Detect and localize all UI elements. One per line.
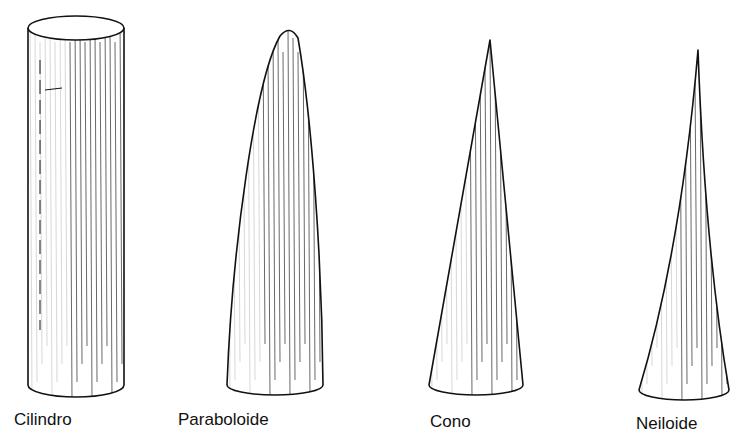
paraboloid-outline xyxy=(227,30,323,395)
cylinder-tick xyxy=(45,88,62,90)
hatch-stroke xyxy=(283,52,285,344)
hatch-stroke xyxy=(465,52,467,344)
hatch-stroke xyxy=(695,76,697,348)
hatch-stroke xyxy=(645,62,647,384)
hatch-stroke xyxy=(470,66,472,398)
hatch-stroke xyxy=(435,52,437,380)
hatch-stroke xyxy=(520,38,522,362)
hatch-stroke xyxy=(268,52,270,398)
hatch-stroke xyxy=(640,48,642,402)
hatch-stroke xyxy=(710,76,712,366)
hatch-stroke xyxy=(318,24,320,362)
hatch-stroke xyxy=(238,52,240,362)
hatch-stroke xyxy=(293,38,295,380)
hatch-group xyxy=(228,24,325,398)
hatch-stroke xyxy=(253,52,255,380)
cylinder-outline xyxy=(28,28,124,397)
hatch-stroke xyxy=(45,14,47,346)
hatch-group xyxy=(640,48,732,402)
hatch-stroke xyxy=(90,14,92,400)
hatch-stroke xyxy=(445,38,447,344)
hatch-stroke xyxy=(490,38,492,398)
hatch-stroke xyxy=(313,52,315,380)
hatch-stroke xyxy=(675,62,677,348)
hatch-group xyxy=(30,14,122,400)
hatch-stroke xyxy=(685,48,687,384)
hatch-stroke xyxy=(298,52,300,362)
hatch-stroke xyxy=(233,38,235,380)
hatch-stroke xyxy=(95,28,97,382)
shape-label: Cilindro xyxy=(14,410,72,430)
hatch-stroke xyxy=(308,38,310,398)
cylinder-top xyxy=(28,16,124,40)
hatch-stroke xyxy=(65,28,67,346)
shape-label: Neiloide xyxy=(636,414,697,434)
hatch-stroke xyxy=(30,14,32,400)
hatch-stroke xyxy=(288,24,290,398)
neiloid-outline xyxy=(639,50,729,400)
hatching xyxy=(30,14,732,402)
hatch-stroke xyxy=(515,66,517,380)
hatch-group xyxy=(430,38,522,398)
hatch-stroke xyxy=(455,66,457,380)
hatch-stroke xyxy=(80,28,82,364)
hatch-stroke xyxy=(50,28,52,400)
hatch-stroke xyxy=(660,62,662,402)
hatch-stroke xyxy=(120,14,122,364)
hatch-stroke xyxy=(258,24,260,362)
hatch-stroke xyxy=(105,14,107,346)
hatch-stroke xyxy=(680,76,682,402)
hatch-stroke xyxy=(650,76,652,366)
hatch-stroke xyxy=(510,52,512,398)
hatch-stroke xyxy=(110,28,112,400)
hatch-stroke xyxy=(485,66,487,344)
hatch-stroke xyxy=(450,52,452,398)
hatch-stroke xyxy=(40,42,42,364)
hatch-stroke xyxy=(100,42,102,364)
hatch-stroke xyxy=(248,38,250,398)
hatch-stroke xyxy=(655,48,657,348)
hatch-stroke xyxy=(278,38,280,362)
cone-outline xyxy=(429,40,523,395)
hatch-stroke xyxy=(670,48,672,366)
hatch-stroke xyxy=(705,62,707,384)
hatch-stroke xyxy=(323,38,325,344)
hatch-stroke xyxy=(55,42,57,382)
shape-label: Cono xyxy=(430,412,471,432)
hatch-stroke xyxy=(85,42,87,346)
hatch-stroke xyxy=(720,62,722,402)
hatch-stroke xyxy=(273,24,275,380)
hatch-stroke xyxy=(60,14,62,364)
hatch-stroke xyxy=(505,38,507,344)
shape-label: Paraboloide xyxy=(178,410,269,430)
hatch-stroke xyxy=(430,38,432,398)
hatch-stroke xyxy=(35,28,37,382)
hatch-stroke xyxy=(725,76,727,384)
hatch-stroke xyxy=(75,14,77,382)
hatch-stroke xyxy=(70,42,72,400)
hatch-stroke xyxy=(475,38,477,380)
hatch-stroke xyxy=(665,76,667,384)
hatch-stroke xyxy=(115,42,117,382)
hatch-stroke xyxy=(500,66,502,362)
cylinder-dashed-line xyxy=(40,60,41,330)
hatch-stroke xyxy=(730,48,732,366)
